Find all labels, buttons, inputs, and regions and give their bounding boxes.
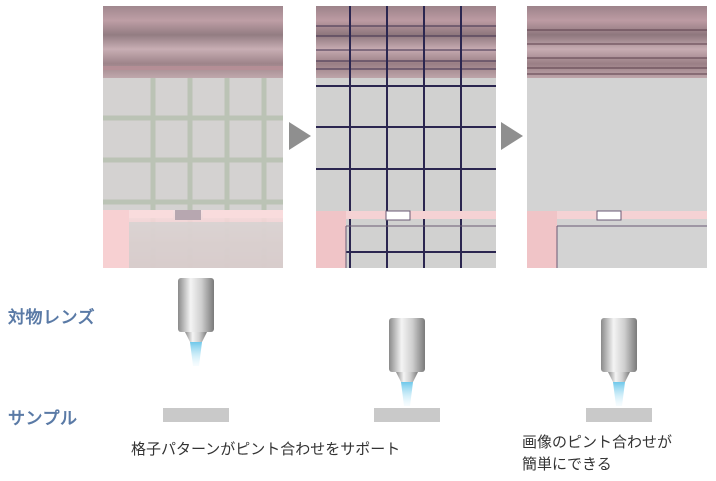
objective-lens-label: 対物レンズ [8, 308, 96, 328]
sample-label: サンプル [8, 409, 78, 429]
caption-easy-focus-line2: 簡単にできる [522, 455, 612, 473]
caption-easy-focus: 画像のピント合わせが 簡単にできる [522, 431, 672, 475]
caption-grid-pattern: 格子パターンがピント合わせをサポート [131, 440, 401, 458]
microscope-image-sample-focused [527, 6, 707, 268]
objective-lens-icon [384, 318, 430, 412]
objective-lens-icon [596, 318, 642, 412]
microscope-image-blurred [103, 6, 283, 268]
arrow-right-icon [501, 122, 523, 154]
microscope-image-grid-focused [316, 6, 496, 268]
caption-easy-focus-line1: 画像のピント合わせが [522, 433, 673, 451]
sample-stage [374, 408, 440, 422]
objective-lens-icon [173, 278, 219, 372]
arrow-right-icon [289, 122, 311, 154]
sample-stage [163, 408, 229, 422]
sample-stage [586, 408, 652, 422]
